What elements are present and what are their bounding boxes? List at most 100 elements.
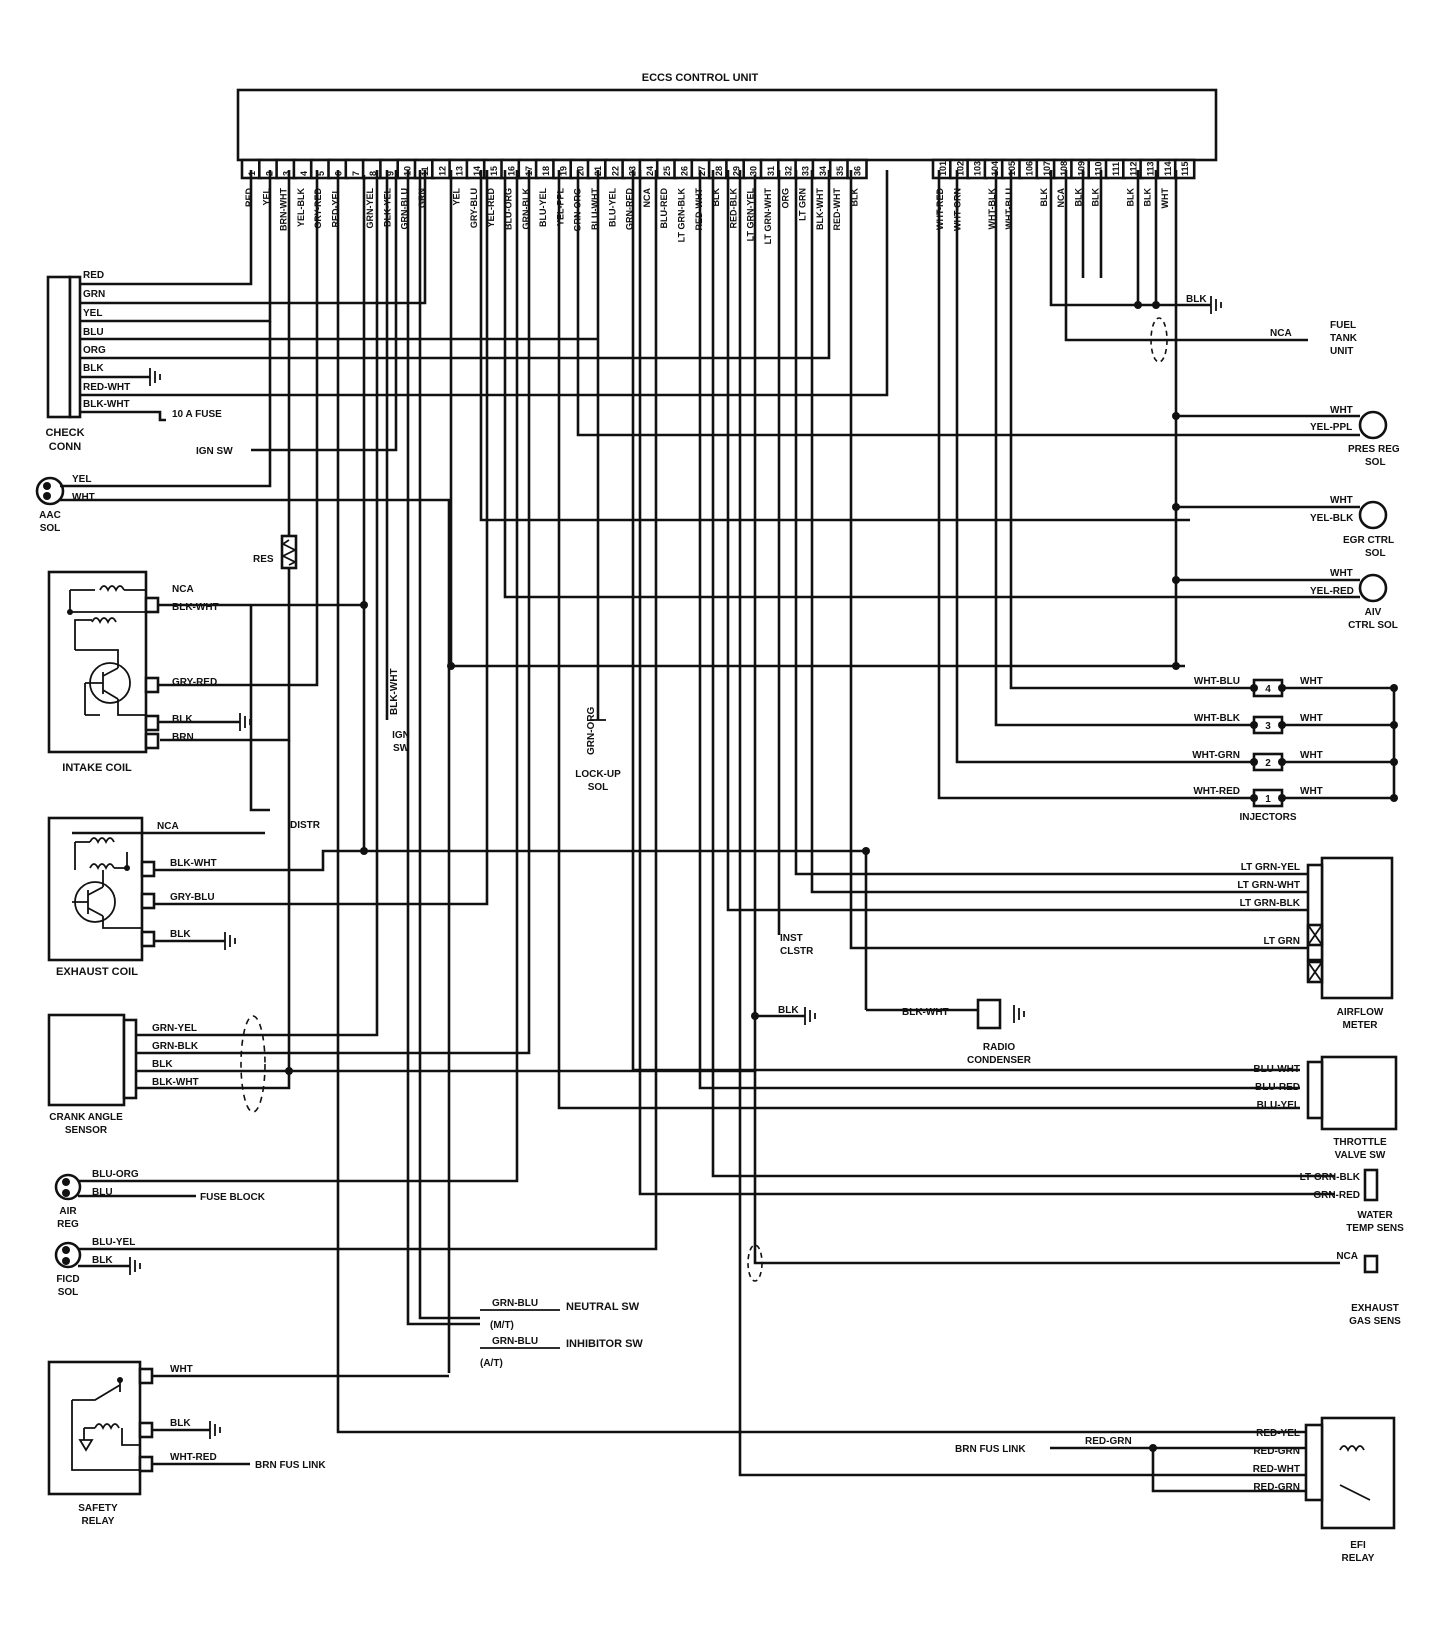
ecu-pin-number: 32	[783, 166, 793, 176]
distr-label: DISTR	[290, 820, 321, 831]
ecu-pin-number: 104	[990, 161, 1000, 176]
airflow-wire-3: LT GRN-BLK	[1240, 898, 1301, 909]
ficd-label-1: FICD	[56, 1274, 79, 1285]
injector-number: 3	[1265, 721, 1271, 732]
safety-label-2: RELAY	[82, 1516, 115, 1527]
ecu-pin-wire-label: BLU-RED	[659, 188, 669, 229]
aac-sol: YEL WHT AAC SOL	[35, 474, 95, 534]
ecu-pin-number: 3	[282, 171, 292, 176]
ecu-pin-wire-label: BLK	[850, 188, 860, 207]
ecu-pin-wire-label: LT GRN	[798, 188, 808, 221]
exhaust-gas-sens: NCA EXHAUST GAS SENS	[1336, 1251, 1401, 1327]
injector-number: 4	[1265, 684, 1271, 695]
egr-wire-yel-blk: YEL-BLK	[1310, 513, 1354, 524]
injector-in-label: WHT-GRN	[1192, 750, 1240, 761]
intake-wire-brn: BRN	[172, 732, 194, 743]
ecu-pin-number: 24	[645, 166, 655, 176]
ecu-pin-wire-label: BLK	[1091, 188, 1101, 207]
lockup-label-1: LOCK-UP	[575, 769, 621, 780]
intake-wire-blk: BLK	[172, 714, 193, 725]
neutral-mt: (M/T)	[490, 1320, 514, 1331]
exhaust-coil-label: EXHAUST COIL	[56, 966, 138, 978]
aiv-wire-wht: WHT	[1330, 568, 1353, 579]
intake-coil: INTAKE COIL NCA BLK-WHT GRY-RED BLK BRN	[47, 570, 219, 774]
ground-icon	[129, 1257, 141, 1275]
injector-terminal	[1250, 684, 1258, 692]
safety-wire-blk: BLK	[170, 1418, 191, 1429]
injector-terminal	[1250, 721, 1258, 729]
ecu-pin-number: 5	[316, 171, 326, 176]
ecu-pin-wire-label: BLK-WHT	[815, 188, 825, 230]
ecu-pin-wire-label: YEL-BLK	[296, 188, 306, 227]
airflow-meter: AIRFLOW METER LT GRN-YEL LT GRN-WHT LT G…	[1237, 856, 1394, 1031]
fuel-blk: BLK	[1186, 294, 1207, 305]
ecu-pin-number: 29	[731, 166, 741, 176]
injector-in-label: WHT-RED	[1193, 786, 1240, 797]
ecu-pin-number: 106	[1025, 161, 1035, 176]
injector-out-label: WHT	[1300, 676, 1323, 687]
check-wire-grn: GRN	[83, 289, 105, 300]
exhaust-wire-gry-blu: GRY-BLU	[170, 892, 215, 903]
ecu-pin-number: 111	[1111, 162, 1121, 176]
throttle-label-2: VALVE SW	[1335, 1150, 1386, 1161]
fuel-wire: NCA	[1270, 328, 1292, 339]
ign-sw-vert-label-1: IGN	[392, 730, 410, 741]
ecu-pin-number: 34	[818, 166, 828, 176]
airflow-wire-2: LT GRN-WHT	[1237, 880, 1300, 891]
lockup-label-2: SOL	[588, 782, 609, 793]
ecu-pin-wire-label: BLK	[1125, 188, 1135, 207]
injector-terminal	[1250, 794, 1258, 802]
aac-label-1: AAC	[39, 510, 61, 521]
ecu-pin-wire-label: LT GRN-YEL	[746, 187, 756, 241]
ign-sw-vert-label-2: SW	[393, 743, 410, 754]
ground-icon	[804, 1007, 816, 1025]
ecu-pin-wire-label: YEL-RED	[486, 188, 496, 228]
check-wire-blk-wht: BLK-WHT	[83, 399, 130, 410]
injector-number: 1	[1265, 794, 1271, 805]
ecu-pin-number: 12	[437, 166, 447, 176]
egr-wire-wht: WHT	[1330, 495, 1353, 506]
ecu-pin-wire-label: LT GRN-BLK	[677, 188, 687, 243]
radio-wire: BLK-WHT	[902, 1007, 949, 1018]
neutral-wire: GRN-BLU	[492, 1298, 538, 1309]
radio-label-1: RADIO	[983, 1042, 1015, 1053]
crank-wire-grn-blk: GRN-BLK	[152, 1041, 199, 1052]
ground-icon	[1013, 1005, 1025, 1023]
ground-icon	[239, 713, 251, 731]
blk-ground-label: BLK	[778, 1005, 799, 1016]
ecu-pin-wire-label: BLK	[711, 188, 721, 207]
efi-mid-wire: RED-GRN	[1085, 1436, 1132, 1447]
ecu-pin-number: 112	[1128, 161, 1138, 176]
safety-fuse: BRN FUS LINK	[255, 1460, 326, 1471]
check-connector: CHECK CONN RED GRN YEL BLU ORG BLK RED-W…	[45, 270, 233, 457]
intake-wire-gry-red: GRY-RED	[172, 677, 217, 688]
pres-wire-wht: WHT	[1330, 405, 1353, 416]
check-wire-red-wht: RED-WHT	[83, 382, 130, 393]
ecu-pin-wire-label: YEL-PPL	[555, 188, 565, 227]
exh-gas-wire: NCA	[1336, 1251, 1358, 1262]
inst-clstr-1: INST	[780, 933, 803, 944]
crank-wire-grn-yel: GRN-YEL	[152, 1023, 197, 1034]
check-wire-red: RED	[83, 270, 104, 281]
ecu-pin-wire-label: ORG	[780, 188, 790, 209]
air-reg-label-1: AIR	[59, 1206, 77, 1217]
ficd-label-2: SOL	[58, 1287, 79, 1298]
ecu-pin-number: 4	[299, 171, 309, 176]
ecu-pin-wire-label: GRN	[417, 188, 427, 208]
ecu-pin-wire-label: BLK	[1039, 188, 1049, 207]
safety-wire-wht: WHT	[170, 1364, 193, 1375]
ecu-pin-wire-label: YEL	[261, 188, 271, 206]
aiv-wire-yel-red: YEL-RED	[1310, 586, 1354, 597]
ground-icon	[224, 932, 236, 950]
check-wire-yel: YEL	[83, 308, 102, 319]
pres-label-1: PRES REG	[1348, 444, 1400, 455]
water-wire-1: LT GRN-BLK	[1300, 1172, 1361, 1183]
airflow-label-1: AIRFLOW	[1337, 1007, 1384, 1018]
ecu-pin-wire-label: GRN-BLU	[400, 188, 410, 230]
efi-wire-1: RED-YEL	[1256, 1428, 1300, 1439]
ecu-pin-number: 25	[662, 166, 672, 176]
ecu-pin-wire-label: BLU-YEL	[607, 188, 617, 227]
ecu-pin-wire-label: LT GRN-WHT	[763, 188, 773, 245]
injector-wire	[955, 170, 1254, 764]
ecu-pin-number: 105	[1007, 161, 1017, 176]
